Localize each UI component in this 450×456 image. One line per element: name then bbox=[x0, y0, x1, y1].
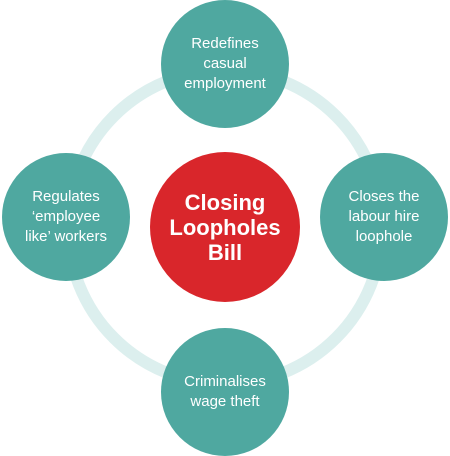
node-right-label: Closes the labour hire loophole bbox=[348, 188, 420, 245]
node-regulates-employee-like-workers: Regulates ‘employee like’ workers bbox=[2, 153, 130, 281]
node-bottom-label: Criminalises wage theft bbox=[184, 373, 266, 410]
node-redefines-casual-employment: Redefines casual employment bbox=[161, 0, 289, 128]
center-node-closing-loopholes-bill: Closing Loopholes Bill bbox=[150, 152, 300, 302]
node-closes-labour-hire-loophole: Closes the labour hire loophole bbox=[320, 153, 448, 281]
center-node-label: Closing Loopholes Bill bbox=[169, 189, 281, 265]
node-top-label: Redefines casual employment bbox=[184, 35, 266, 92]
node-left-label: Regulates ‘employee like’ workers bbox=[25, 188, 107, 245]
node-criminalises-wage-theft: Criminalises wage theft bbox=[161, 328, 289, 456]
